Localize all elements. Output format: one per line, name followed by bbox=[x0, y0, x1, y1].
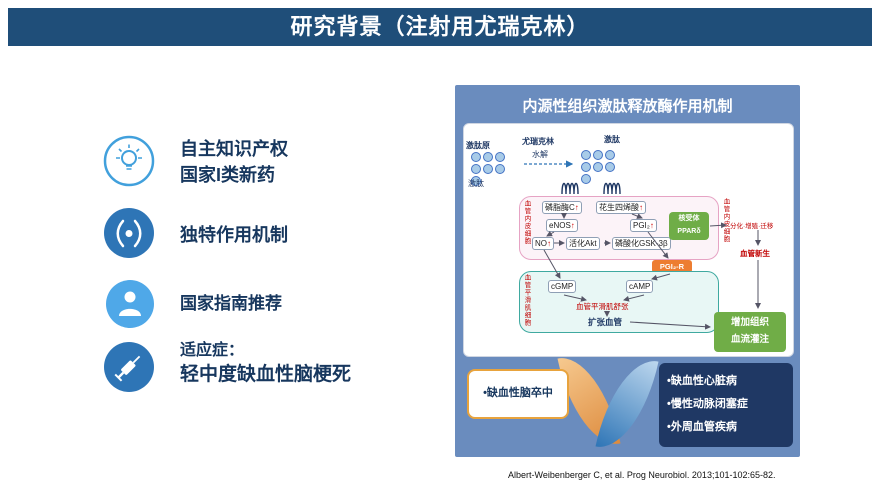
syringe-icon bbox=[104, 342, 154, 397]
kinin-small-label: 激肽 bbox=[468, 179, 484, 188]
mechanism-panel: 内源性组织激肽释放酶作用机制 激肽原 激肽 尤瑞克林 水解 激肽 bbox=[455, 85, 800, 457]
enos-node: eNOS↑ bbox=[546, 219, 578, 232]
pathway-diagram: 激肽原 激肽 尤瑞克林 水解 激肽 bbox=[463, 123, 794, 357]
citation: Albert-Weibenberger C, et al. Prog Neuro… bbox=[508, 470, 776, 480]
claim-ip: 自主知识产权 国家I类新药 bbox=[180, 136, 288, 188]
smooth-muscle-label: 血管平滑肌细胞 bbox=[523, 274, 530, 327]
receptor-icon bbox=[560, 174, 582, 201]
akt-node: 活化Akt bbox=[566, 237, 600, 250]
pgi2-node: PGI₂↑ bbox=[630, 219, 657, 232]
kininogen-molecules bbox=[470, 151, 516, 187]
cgmp-node: cGMP bbox=[548, 280, 577, 293]
claim-ip-line2: 国家I类新药 bbox=[180, 165, 276, 185]
lightbulb-icon bbox=[102, 134, 156, 193]
plc-node: 磷脂酶C↑ bbox=[542, 201, 582, 214]
stroke-indication-box: •缺血性脑卒中 bbox=[467, 369, 569, 419]
endothelial-left-label: 血管内皮细胞 bbox=[523, 200, 530, 245]
hydrolysis-label: 水解 bbox=[532, 150, 548, 159]
kinin-molecules bbox=[580, 149, 626, 185]
claim-mechanism: 独特作用机制 bbox=[180, 225, 288, 245]
other-indications-box: •缺血性心脏病 •慢性动脉闭塞症 •外周血管疾病 bbox=[659, 363, 793, 447]
kinin-label: 激肽 bbox=[604, 135, 620, 144]
vasodilation-label: 扩张血管 bbox=[588, 317, 623, 327]
camp-node: cAMP bbox=[626, 280, 654, 293]
arachidonic-node: 花生四烯酸↑ bbox=[596, 201, 646, 214]
indication-value: 轻中度缺血性脑梗死 bbox=[180, 364, 352, 385]
smc-relax-label: 血管平滑肌舒张 bbox=[576, 302, 629, 311]
indication-item: •外周血管疾病 bbox=[667, 421, 737, 433]
kininogen-label: 激肽原 bbox=[466, 141, 490, 150]
gsk-node: 磷酸化GSK-3β bbox=[612, 237, 671, 250]
claim-guideline: 国家指南推荐 bbox=[180, 294, 282, 313]
endothelial-right-label: 血管内皮细胞 bbox=[722, 198, 729, 243]
indication-label: 适应症： bbox=[180, 342, 245, 359]
claim-indication: 适应症： 轻中度缺血性脑梗死 bbox=[180, 340, 351, 388]
angiogenesis-label: 血管新生 bbox=[740, 249, 770, 258]
perfusion-box: 增加组织 血流灌注 bbox=[714, 312, 786, 352]
differentiation-label: 分化·增殖·迁移 bbox=[730, 223, 774, 230]
page-title: 研究背景（注射用尤瑞克林） bbox=[8, 8, 872, 46]
pgi2-receptor-node: PGI₂-R bbox=[652, 260, 692, 273]
receptor-icon bbox=[602, 174, 624, 201]
mechanism-icon bbox=[104, 208, 154, 263]
claim-ip-line1: 自主知识产权 bbox=[180, 139, 288, 159]
no-node: NO↑ bbox=[532, 237, 554, 250]
person-icon bbox=[106, 280, 154, 333]
indication-item: •慢性动脉闭塞症 bbox=[667, 398, 748, 410]
indication-item: •缺血性心脏病 bbox=[667, 375, 737, 387]
ppar-node: 核受体 PPARδ bbox=[669, 212, 709, 240]
panel-title: 内源性组织激肽释放酶作用机制 bbox=[522, 98, 733, 115]
urinary-kallidinogenase-label: 尤瑞克林 bbox=[522, 137, 554, 146]
